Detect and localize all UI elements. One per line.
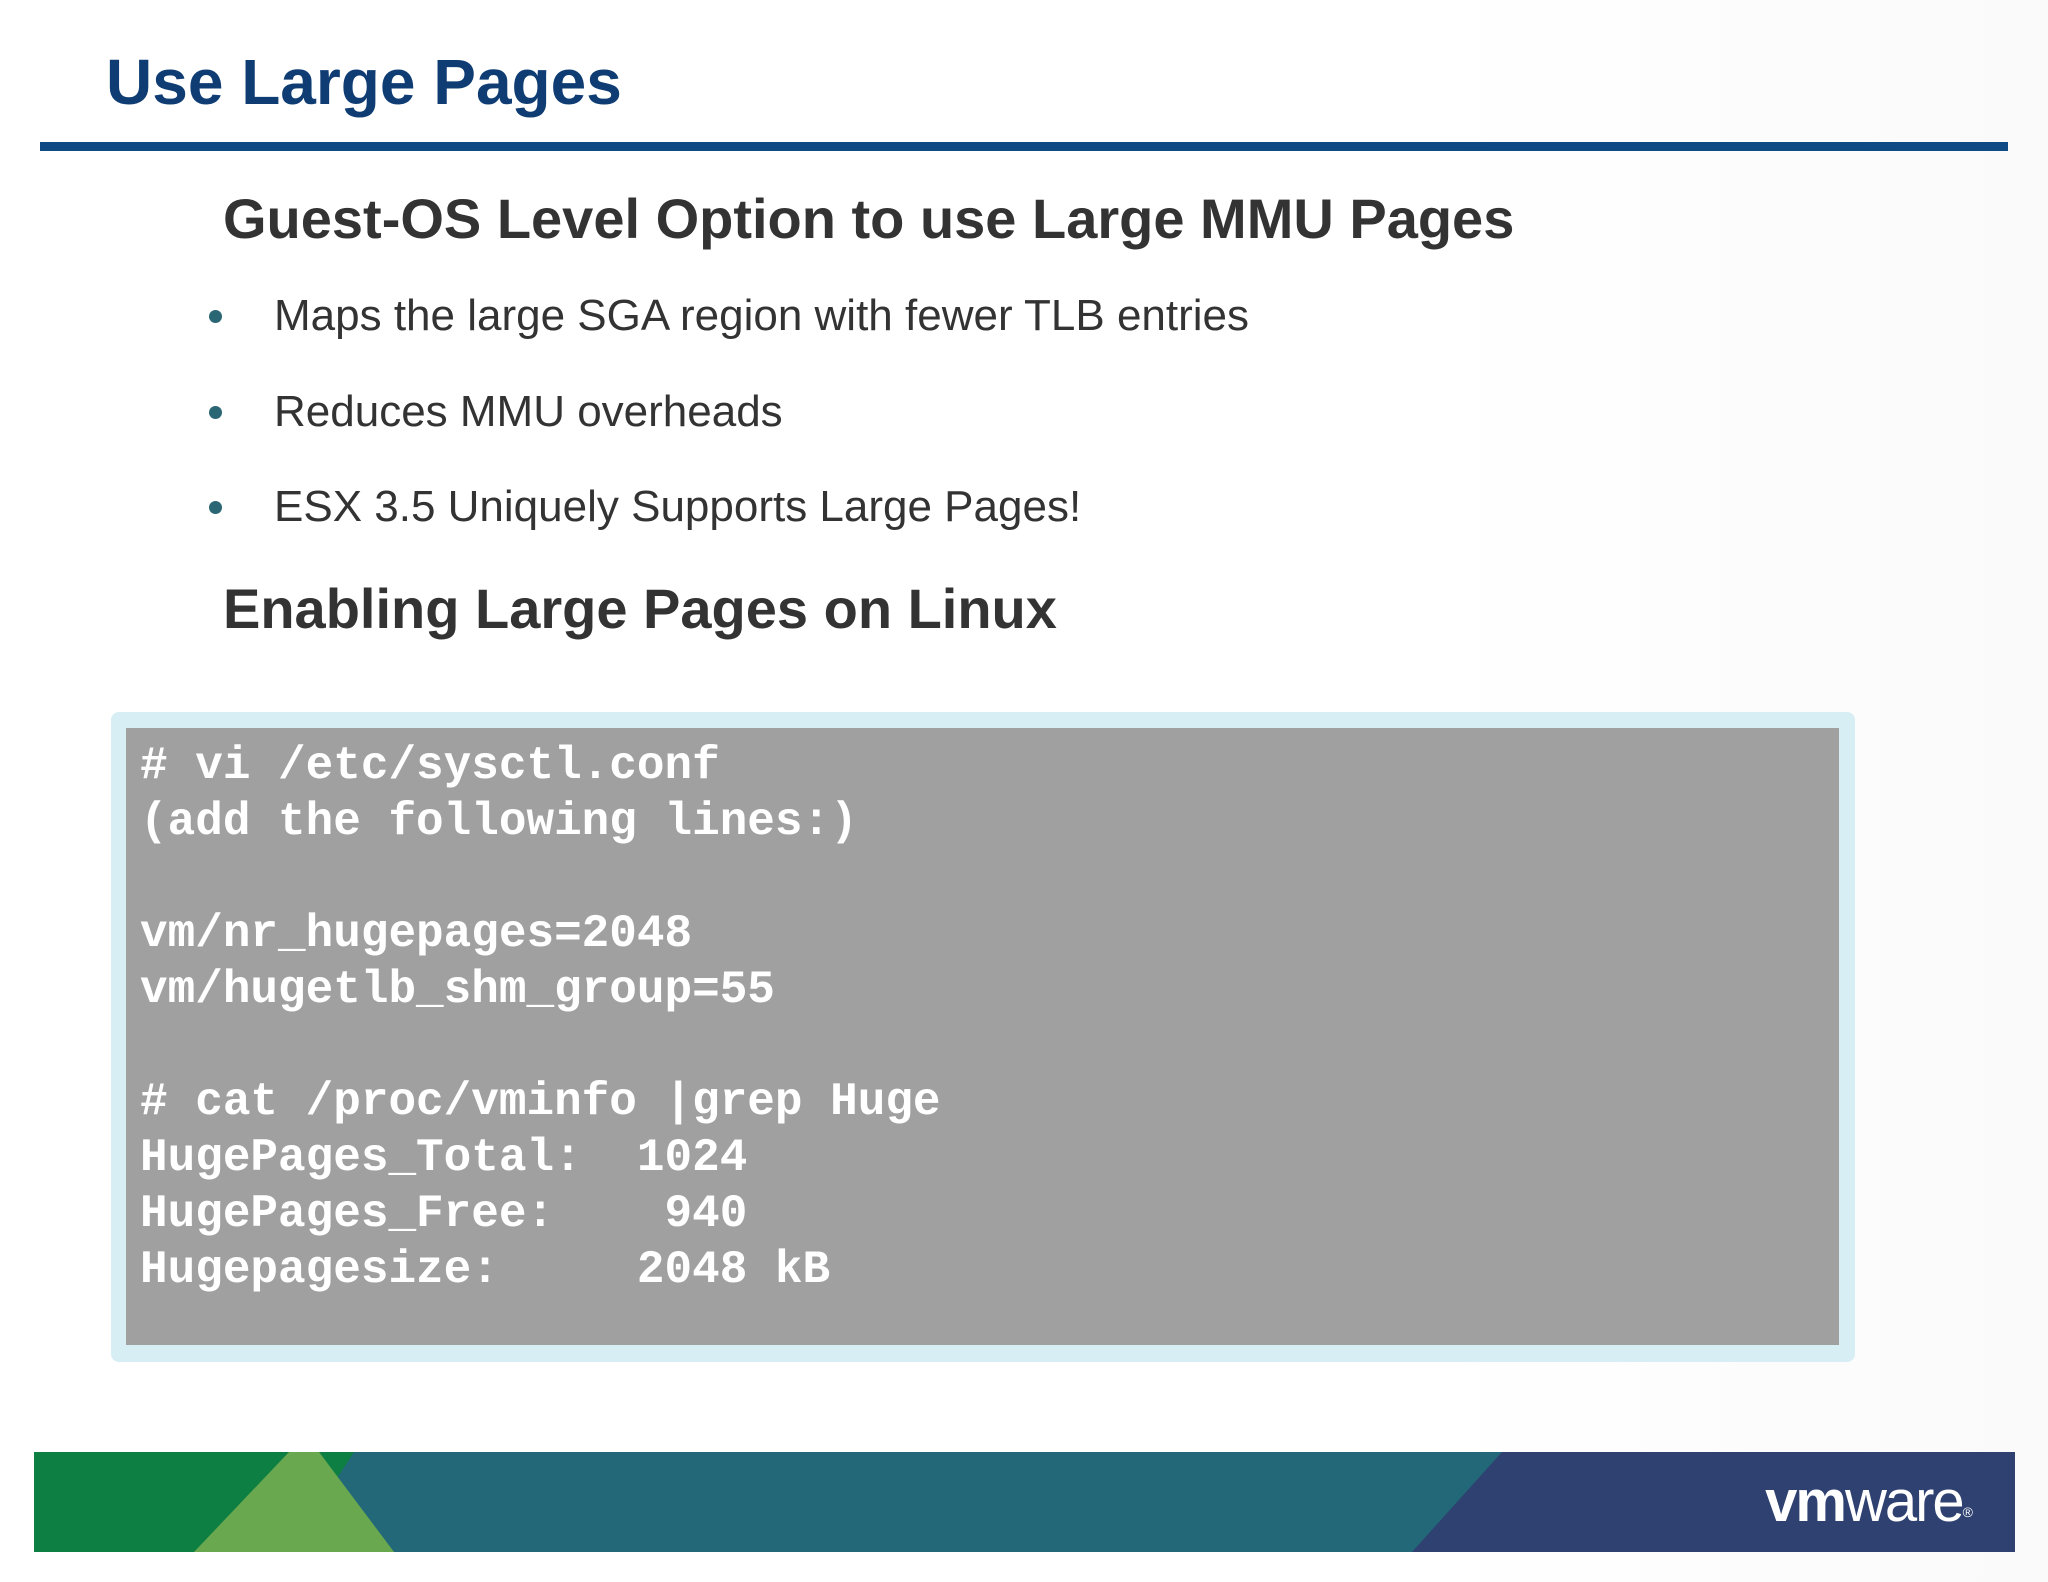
footer-light-green-triangle xyxy=(194,1452,394,1552)
title-divider xyxy=(40,142,2008,151)
bullet-item: Reduces MMU overheads xyxy=(207,384,1607,440)
bullet-dot-icon xyxy=(209,310,222,323)
footer-navy-block xyxy=(1412,1452,2015,1552)
code-text: # vi /etc/sysctl.conf (add the following… xyxy=(140,740,941,1296)
code-block: # vi /etc/sysctl.conf (add the following… xyxy=(126,728,1839,1345)
slide-title: Use Large Pages xyxy=(106,46,622,118)
bullet-text: Maps the large SGA region with fewer TLB… xyxy=(274,291,1250,340)
bullet-text: Reduces MMU overheads xyxy=(274,387,783,436)
bullet-item: ESX 3.5 Uniquely Supports Large Pages! xyxy=(207,479,1607,535)
bullet-text: ESX 3.5 Uniquely Supports Large Pages! xyxy=(274,482,1082,531)
section-heading-large-mmu-pages: Guest-OS Level Option to use Large MMU P… xyxy=(223,187,1515,250)
vmware-logo: vmware® xyxy=(1765,1469,1973,1534)
bullet-dot-icon xyxy=(209,501,222,514)
footer-band: vmware® xyxy=(34,1452,2015,1552)
footer-graphic xyxy=(34,1452,2015,1552)
bullet-dot-icon xyxy=(209,406,222,419)
section-heading-linux: Enabling Large Pages on Linux xyxy=(223,577,1057,640)
bullet-item: Maps the large SGA region with fewer TLB… xyxy=(207,288,1607,344)
